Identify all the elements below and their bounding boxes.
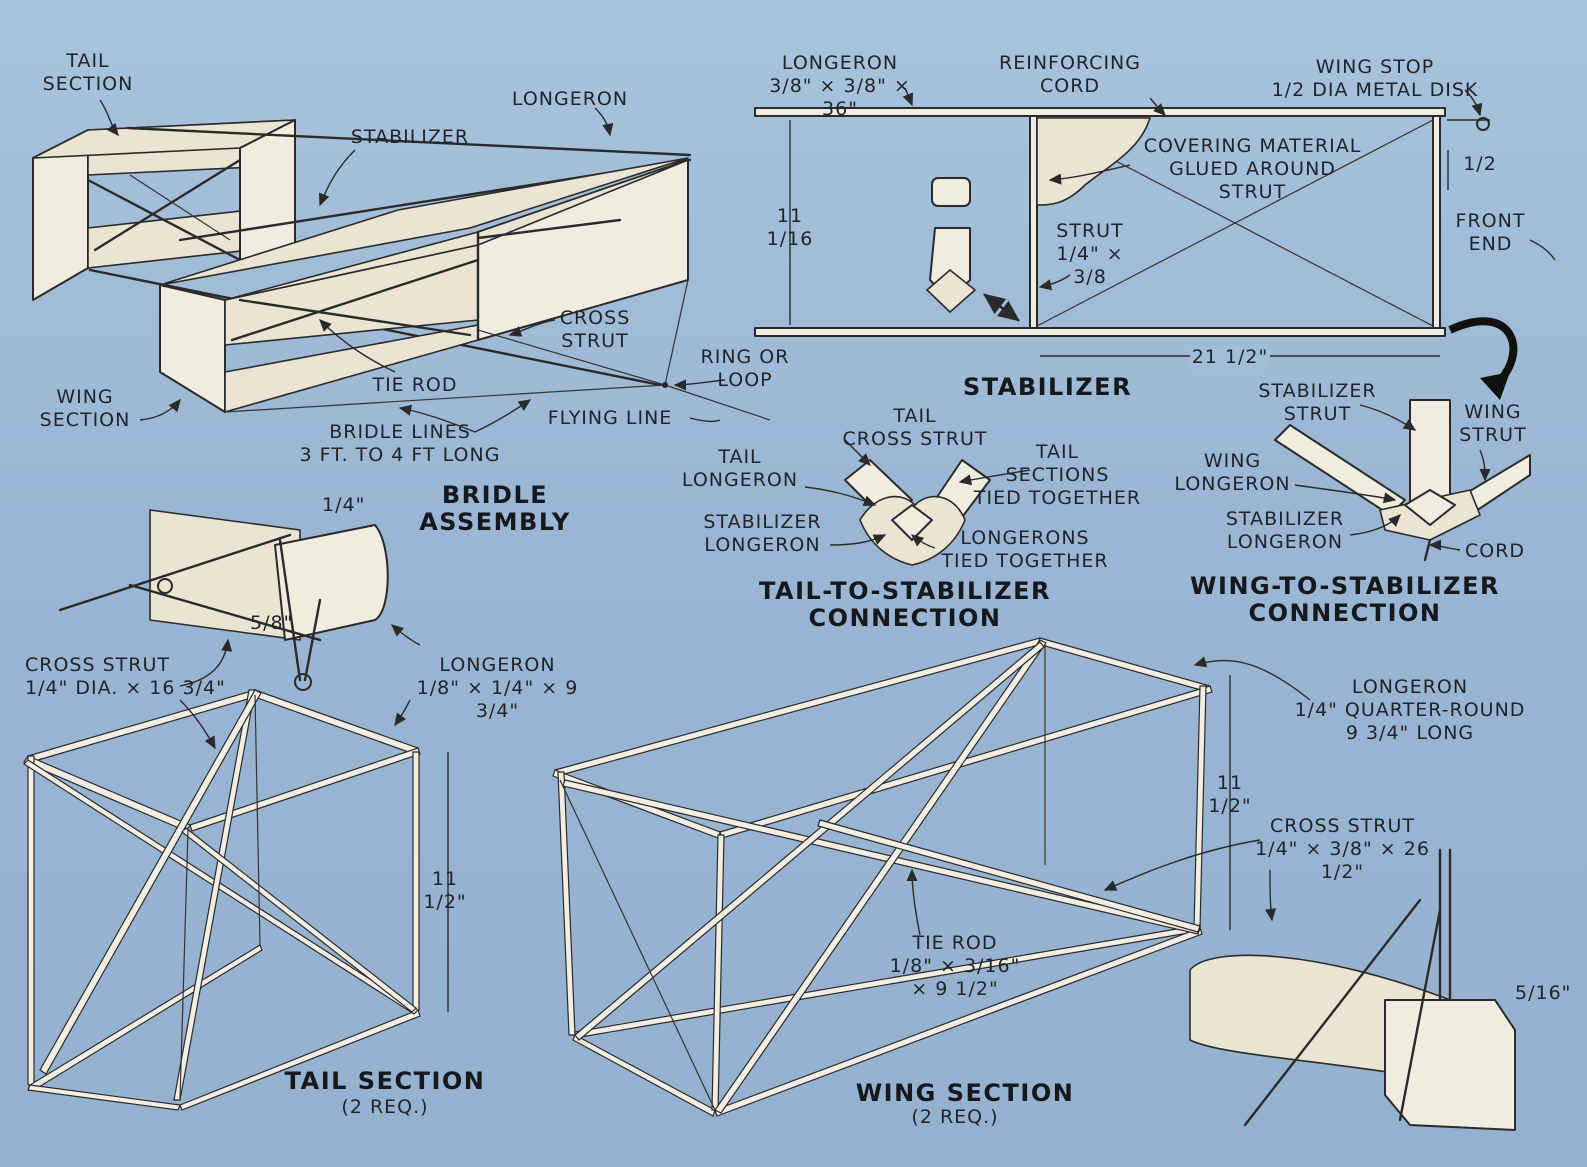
label-strut: STRUT 1/4" × 3/8 — [1056, 220, 1124, 288]
label-tail-height: 11 1/2" — [423, 868, 467, 913]
label-tail-cross-strut: TAIL CROSS STRUT — [842, 405, 988, 450]
label-longeron-top: LONGERON — [511, 88, 629, 110]
label-cord: CORD — [1464, 540, 1526, 562]
title-wing-section-req: (2 REQ.) — [911, 1106, 999, 1128]
title-stabilizer: STABILIZER — [962, 373, 1133, 401]
stabilizer-bar — [126, 126, 692, 157]
tail-section-drawing — [23, 689, 449, 1111]
wing-cell-top — [159, 157, 689, 286]
label-cross-strut-top: CROSS STRUT — [559, 307, 631, 352]
label-half-inch: 1/2 — [1463, 153, 1497, 175]
label-five-eighths: 5/8" — [250, 612, 294, 634]
title-tail-to-stabilizer: TAIL-TO-STABILIZER CONNECTION — [758, 577, 1051, 632]
label-five-sixteenths: 5/16" — [1515, 982, 1572, 1004]
label-tail-section-top: TAIL SECTION — [42, 50, 134, 95]
label-covering-material: COVERING MATERIAL GLUED AROUND STRUT — [1143, 135, 1362, 203]
label-ring-or-loop: RING OR LOOP — [700, 346, 790, 391]
tail-stab-connection-drawing — [844, 459, 991, 566]
wing-cell-front — [159, 284, 226, 413]
label-wing-longeron: WING LONGERON — [1174, 450, 1291, 495]
label-stab-height: 11 1/16 — [766, 205, 814, 250]
wing-stab-connection-drawing — [1274, 399, 1531, 562]
label-wing-section-top: WING SECTION — [39, 386, 131, 431]
tail-joint-detail — [58, 509, 389, 691]
label-tail-longeron: TAIL LONGERON — [681, 446, 799, 491]
label-tie-rod-wing: TIE ROD 1/8" × 3/16" × 9 1/2" — [889, 932, 1021, 1000]
label-tie-rod-top: TIE ROD — [372, 374, 458, 396]
label-reinforcing-cord: REINFORCING CORD — [999, 52, 1141, 97]
stabilizer-drawing — [754, 107, 1518, 400]
title-wing-to-stabilizer: WING-TO-STABILIZER CONNECTION — [1190, 572, 1500, 627]
title-bridle-assembly: BRIDLE ASSEMBLY — [419, 481, 571, 536]
label-wing-stop: WING STOP 1/2 DIA METAL DISK — [1271, 56, 1479, 101]
label-flying-line: FLYING LINE — [547, 407, 673, 429]
label-wing-strut: WING STRUT — [1459, 401, 1527, 446]
label-stabilizer-top: STABILIZER — [350, 126, 470, 148]
label-stabilizer-longeron-mid: STABILIZER LONGERON — [703, 511, 822, 556]
label-front-end: FRONT END — [1455, 210, 1526, 255]
label-quarter: 1/4" — [322, 494, 366, 516]
label-stab-length: 21 1/2" — [1190, 346, 1270, 369]
title-tail-section: TAIL SECTION — [284, 1067, 486, 1095]
label-stabilizer-strut: STABILIZER STRUT — [1258, 380, 1377, 425]
label-longeron-wing: LONGERON 1/4" QUARTER-ROUND 9 3/4" LONG — [1294, 676, 1526, 744]
label-wing-height: 11 1/2" — [1208, 772, 1252, 817]
title-tail-section-req: (2 REQ.) — [341, 1096, 429, 1118]
box-kite-drawing — [32, 119, 771, 421]
label-bridle-lines: BRIDLE LINES 3 FT. TO 4 FT LONG — [299, 421, 501, 466]
label-longerons-tied: LONGERONS TIED TOGETHER — [941, 527, 1109, 572]
label-stabilizer-longeron-right: STABILIZER LONGERON — [1225, 508, 1345, 553]
title-wing-section: WING SECTION — [855, 1079, 1075, 1107]
label-longeron-tail: LONGERON 1/8" × 1/4" × 9 3/4" — [416, 654, 579, 722]
label-cross-strut-tail: CROSS STRUT 1/4" DIA. × 16 3/4" — [25, 654, 226, 699]
wing-section-drawing — [552, 637, 1516, 1131]
leader-lines — [99, 87, 1556, 936]
label-cross-strut-wing: CROSS STRUT 1/4" × 3/8" × 26 1/2" — [1255, 815, 1430, 883]
label-tail-sections-tied: TAIL SECTIONS TIED TOGETHER — [973, 441, 1142, 509]
label-stab-longeron: LONGERON 3/8" × 3/8" × 36" — [769, 52, 911, 120]
